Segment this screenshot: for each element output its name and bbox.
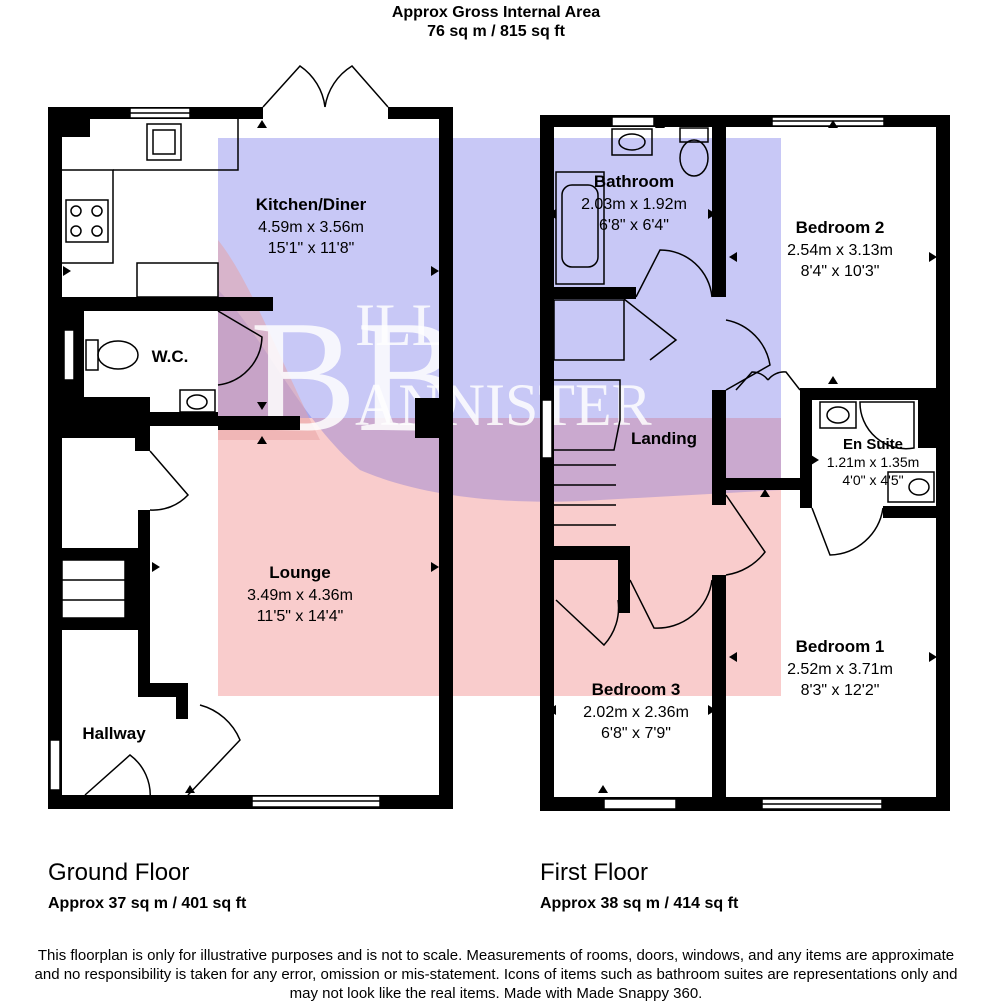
disclaimer-line-1: This floorplan is only for illustrative … bbox=[37, 947, 955, 964]
first-floor-area: Approx 38 sq m / 414 sq ft bbox=[540, 895, 739, 912]
disclaimer-line-2: and no responsibility is taken for any e… bbox=[34, 966, 958, 983]
area-total: 76 sq m / 815 sq ft bbox=[427, 23, 565, 40]
room-lounge-imperial: 11'5" x 14'4" bbox=[257, 608, 344, 625]
dimension-markers bbox=[63, 120, 937, 793]
room-bedroom2-imperial: 8'4" x 10'3" bbox=[801, 263, 880, 280]
area-heading: Approx Gross Internal Area bbox=[391, 4, 601, 21]
room-ensuite-metric: 1.21m x 1.35m bbox=[827, 454, 920, 470]
watermark-bottom: ANNISTER bbox=[355, 372, 652, 438]
ground-floor-title: Ground Floor bbox=[48, 859, 190, 886]
room-kitchen-metric: 4.59m x 3.56m bbox=[258, 219, 364, 236]
room-bedroom1-imperial: 8'3" x 12'2" bbox=[801, 682, 880, 699]
room-bedroom3-metric: 2.02m x 2.36m bbox=[583, 704, 689, 721]
room-bathroom-metric: 2.03m x 1.92m bbox=[581, 196, 687, 213]
room-lounge-metric: 3.49m x 4.36m bbox=[247, 587, 353, 604]
disclaimer-line-3: may not look like the real items. Made w… bbox=[289, 985, 703, 1002]
first-floor-title: First Floor bbox=[540, 859, 648, 886]
room-lounge-name: Lounge bbox=[269, 563, 330, 582]
room-bedroom2-metric: 2.54m x 3.13m bbox=[787, 242, 893, 259]
room-bedroom3-name: Bedroom 3 bbox=[592, 680, 681, 699]
room-bathroom-imperial: 6'8" x 6'4" bbox=[599, 217, 669, 234]
room-bedroom2-name: Bedroom 2 bbox=[796, 218, 885, 237]
watermark-top: ILL bbox=[355, 292, 448, 358]
room-kitchen-name: Kitchen/Diner bbox=[256, 195, 367, 214]
room-ensuite-name: En Suite bbox=[843, 436, 903, 453]
first-floor-fixtures bbox=[541, 116, 935, 810]
room-landing-name: Landing bbox=[631, 429, 697, 448]
ground-floor-fixtures bbox=[49, 65, 389, 808]
room-bedroom3-imperial: 6'8" x 7'9" bbox=[601, 725, 671, 742]
ground-floor-area: Approx 37 sq m / 401 sq ft bbox=[48, 895, 247, 912]
room-kitchen-imperial: 15'1" x 11'8" bbox=[268, 240, 355, 257]
room-wc-name: W.C. bbox=[152, 347, 189, 366]
disclaimer: This floorplan is only for illustrative … bbox=[0, 946, 992, 1003]
room-labels: Kitchen/Diner 4.59m x 3.56m 15'1" x 11'8… bbox=[82, 172, 919, 743]
room-hallway-name: Hallway bbox=[82, 724, 146, 743]
room-ensuite-imperial: 4'0" x 4'5" bbox=[842, 472, 903, 488]
watermark: BB ILL ANNISTER bbox=[218, 138, 781, 696]
room-bedroom1-name: Bedroom 1 bbox=[796, 637, 885, 656]
room-bathroom-name: Bathroom bbox=[594, 172, 674, 191]
room-bedroom1-metric: 2.52m x 3.71m bbox=[787, 661, 893, 678]
